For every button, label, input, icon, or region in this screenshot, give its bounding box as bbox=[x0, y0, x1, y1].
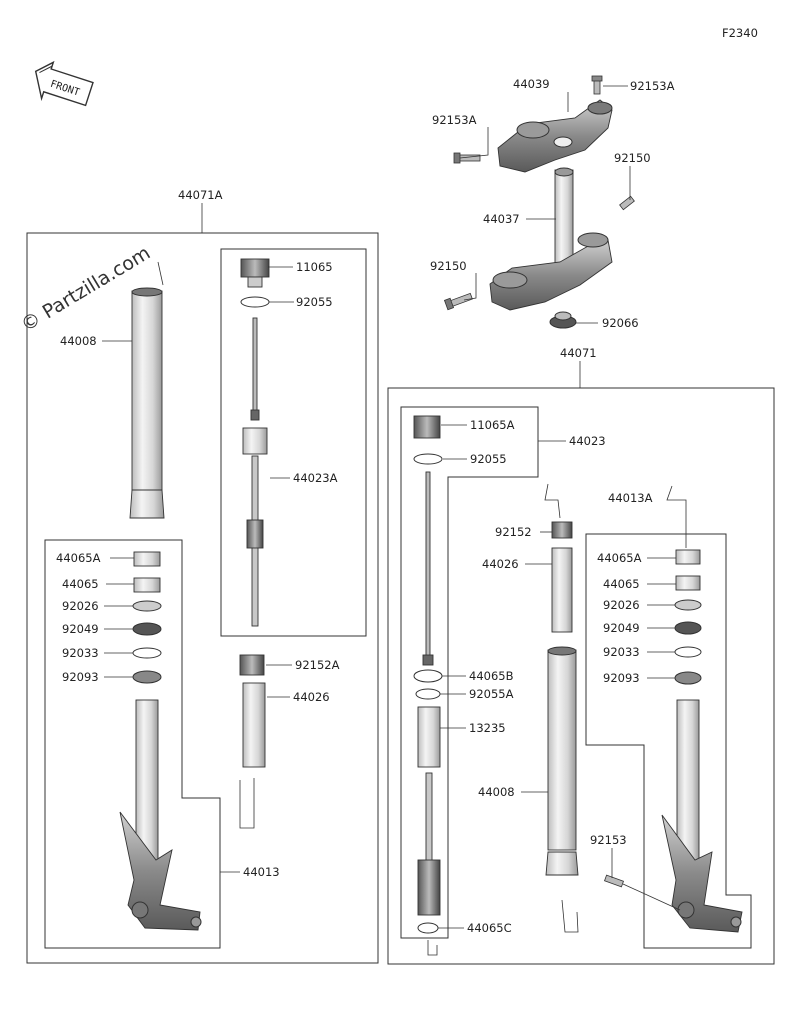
part-label: 92055A bbox=[469, 687, 514, 701]
part-label: 92055 bbox=[470, 452, 507, 466]
part-label: 92150 bbox=[430, 259, 467, 273]
part-label: 44065B bbox=[469, 669, 514, 683]
part-label: 92026 bbox=[603, 598, 640, 612]
right-damper-rod-44023 bbox=[422, 471, 434, 666]
right-nut-92152 bbox=[551, 521, 573, 539]
part-label: 44023 bbox=[569, 434, 606, 448]
left-outer-tube-44008 bbox=[129, 287, 165, 519]
right-damper-assembly bbox=[417, 772, 441, 916]
part-label: 92055 bbox=[296, 295, 333, 309]
part-label: 92093 bbox=[603, 671, 640, 685]
part-label: 44008 bbox=[478, 785, 515, 799]
diagram-code: F2340 bbox=[722, 26, 758, 40]
right-damper-box bbox=[400, 406, 539, 939]
part-label: 44071A bbox=[178, 188, 223, 202]
left-damper-box bbox=[220, 248, 367, 637]
dust-seal-92066 bbox=[549, 311, 577, 329]
right-cylinder-13235 bbox=[417, 706, 441, 768]
part-label: 92026 bbox=[62, 599, 99, 613]
part-label: 92153A bbox=[432, 113, 477, 127]
part-label: 44026 bbox=[293, 690, 330, 704]
part-label: 92152 bbox=[495, 525, 532, 539]
part-label: 44039 bbox=[513, 77, 550, 91]
part-label: 44013A bbox=[608, 491, 653, 505]
left-spring-44026 bbox=[242, 682, 266, 768]
left-oring-92055 bbox=[240, 296, 270, 308]
part-label: 44071 bbox=[560, 346, 597, 360]
part-label: 44008 bbox=[60, 334, 97, 348]
part-label: 44023A bbox=[293, 471, 338, 485]
part-label: 13235 bbox=[469, 721, 506, 735]
right-oring-92055 bbox=[413, 453, 443, 465]
left-inner-tube-44013 bbox=[119, 699, 202, 931]
part-label: 44026 bbox=[482, 557, 519, 571]
bolt-92153A-left bbox=[453, 152, 481, 164]
part-label: 92033 bbox=[603, 645, 640, 659]
bolt-92153A-top bbox=[591, 75, 603, 95]
part-label: 92049 bbox=[62, 622, 99, 636]
part-label: 44065 bbox=[62, 577, 99, 591]
bolt-92150-right bbox=[619, 195, 635, 211]
part-label: 92093 bbox=[62, 670, 99, 684]
part-label: 44065 bbox=[603, 577, 640, 591]
right-oring-92055A bbox=[415, 688, 441, 700]
left-fork-assembly-box bbox=[26, 232, 379, 964]
part-label: 92066 bbox=[602, 316, 639, 330]
right-outer-tube-44008 bbox=[545, 646, 579, 876]
part-label: 44065C bbox=[467, 921, 512, 935]
right-fork-assembly-box bbox=[387, 387, 775, 965]
left-outer-tube-box bbox=[44, 539, 221, 949]
leader-lines bbox=[102, 85, 687, 956]
part-label: 44013 bbox=[243, 865, 280, 879]
part-label: 92153 bbox=[590, 833, 627, 847]
part-label: 11065A bbox=[470, 418, 515, 432]
right-outer-tube-box bbox=[585, 533, 752, 949]
right-spring-44026 bbox=[551, 547, 573, 633]
bolt-92150-left bbox=[443, 292, 473, 311]
upper-bracket bbox=[497, 99, 613, 173]
part-label: 92150 bbox=[614, 151, 651, 165]
part-label: 92152A bbox=[295, 658, 340, 672]
part-label: 92049 bbox=[603, 621, 640, 635]
left-nut-92152A bbox=[239, 654, 265, 676]
right-cap-bolt-11065A bbox=[413, 415, 441, 439]
front-arrow-icon: FRONT bbox=[34, 60, 94, 107]
right-oring-44065B bbox=[413, 669, 443, 683]
part-label: 92153A bbox=[630, 79, 675, 93]
part-label: 44065A bbox=[56, 551, 101, 565]
right-inner-tube-44013A bbox=[661, 699, 743, 933]
left-damper-rod-44023A bbox=[242, 317, 268, 627]
part-label: 44065A bbox=[597, 551, 642, 565]
part-labels: 44039 92153A 92153A 92150 44037 92150 92… bbox=[56, 77, 675, 935]
right-seals bbox=[674, 549, 702, 685]
left-cap-bolt-11065 bbox=[240, 258, 270, 288]
part-label: 44037 bbox=[483, 212, 520, 226]
part-label: 92033 bbox=[62, 646, 99, 660]
part-label: 11065 bbox=[296, 260, 333, 274]
bolt-92153 bbox=[604, 874, 624, 888]
right-oring-44065C bbox=[417, 922, 439, 934]
left-seals bbox=[132, 551, 162, 684]
steering-stem-lower-bracket bbox=[489, 167, 613, 311]
